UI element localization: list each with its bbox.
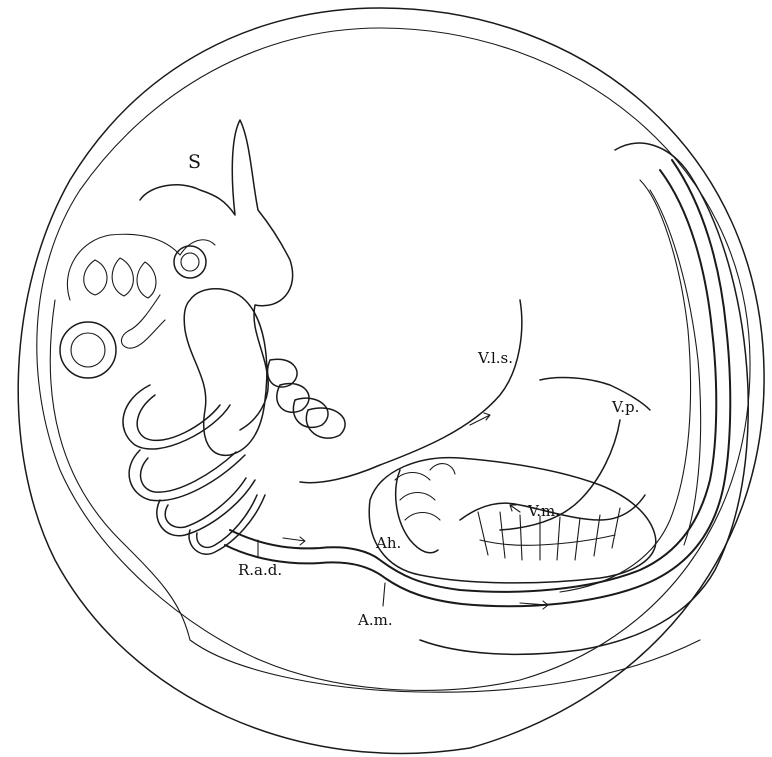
aortic-arches: [123, 359, 345, 554]
otic-inner: [71, 333, 105, 367]
arrow-vm: [510, 505, 520, 512]
yolk-sac-outline: [369, 458, 656, 583]
amnion-line: [50, 300, 700, 692]
lateral-sinus-vein: [300, 300, 522, 483]
arch-3: [157, 480, 255, 536]
body-wall-outer: [420, 143, 748, 654]
vitelline-network: [300, 300, 656, 583]
heart-atrium-net: [395, 464, 455, 520]
arch-coil-4: [306, 408, 345, 438]
brain-lobe-2: [112, 258, 133, 296]
body-wall-inner: [560, 180, 691, 592]
leader-am: [383, 583, 385, 606]
otic-vesicle: [60, 322, 116, 378]
brain-lobe-1: [84, 260, 107, 295]
label-am: A.m.: [357, 611, 393, 629]
optic-cup: [181, 253, 199, 271]
arch-coil-3: [293, 398, 328, 427]
head-outline: [140, 120, 293, 430]
outer-shell-circle: [18, 8, 764, 753]
arch-2: [129, 450, 245, 501]
omphalomesenteric-net-2: [480, 535, 615, 545]
arch-2-inner: [141, 452, 236, 492]
inner-shell-line: [37, 28, 750, 690]
arch-1-inner: [137, 395, 220, 440]
label-vls: V.l.s.: [477, 349, 513, 367]
label-vm: V.m.: [527, 502, 560, 520]
brain-lobe-3: [137, 262, 156, 298]
arch-coil-1: [268, 359, 297, 387]
dorsal-aorta-upper: [230, 170, 716, 592]
dorsal-aorta-lower: [225, 160, 730, 606]
neural-tube: [650, 190, 701, 545]
arch-1: [123, 385, 230, 449]
arrow-rad: [283, 537, 305, 545]
label-vp: V.p.: [611, 398, 639, 416]
heart-tube-body: [184, 289, 267, 456]
label-s: S: [188, 151, 201, 173]
outer-membranes: [18, 8, 764, 753]
optic-vesicle: [174, 246, 206, 278]
atrium-loop: [396, 470, 438, 553]
arch-4-inner: [197, 495, 257, 547]
label-ah: Ah.: [375, 534, 401, 552]
heart-inner-line: [121, 295, 165, 348]
label-rad: R.a.d.: [238, 561, 282, 579]
